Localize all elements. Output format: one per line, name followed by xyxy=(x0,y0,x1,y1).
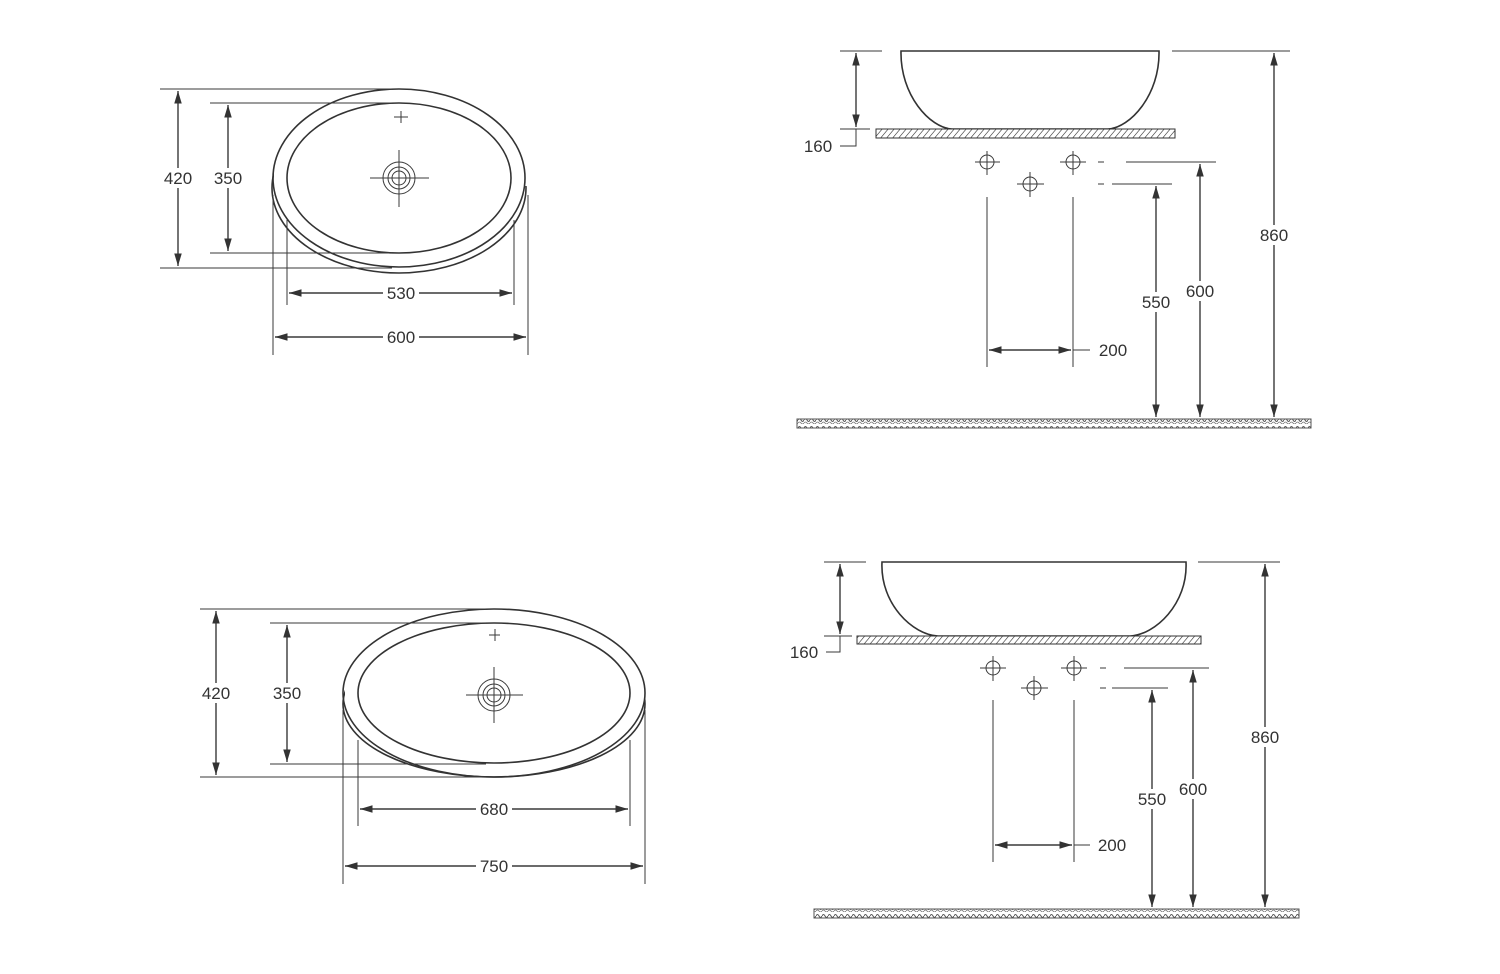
depth-inner-label: 350 xyxy=(214,169,242,188)
drain-icon xyxy=(466,667,523,723)
countertop-hatch xyxy=(875,128,1176,139)
width-outer-label: 600 xyxy=(387,328,415,347)
countertop-hatch xyxy=(856,635,1202,645)
rim-height-label: 860 xyxy=(1251,728,1279,747)
tap-hole-icon xyxy=(489,629,500,641)
tap-spacing-label: 200 xyxy=(1099,341,1127,360)
tap-spacing-label: 200 xyxy=(1098,836,1126,855)
top-view-basin-600: 420 350 530 600 xyxy=(160,88,530,355)
basin-inner-bowl xyxy=(286,102,512,254)
depth-outer-label: 420 xyxy=(202,684,230,703)
rim-height-label: 860 xyxy=(1260,226,1288,245)
tap-symbol-left-icon xyxy=(975,151,1000,175)
basin-outer-rim xyxy=(272,88,526,268)
bowl-height-label: 160 xyxy=(790,643,818,662)
basin-bowl-profile xyxy=(881,561,1187,637)
drain-height-label: 600 xyxy=(1186,282,1214,301)
width-outer-label: 750 xyxy=(480,857,508,876)
trap-height-label: 550 xyxy=(1142,293,1170,312)
drain-height-label: 600 xyxy=(1179,780,1207,799)
trap-height-label: 550 xyxy=(1138,790,1166,809)
width-inner-label: 530 xyxy=(387,284,415,303)
depth-outer-label: 420 xyxy=(164,169,192,188)
floor-line xyxy=(813,908,1300,919)
tap-hole-icon xyxy=(394,111,408,123)
top-view-basin-750: 420 350 680 750 xyxy=(199,608,646,884)
tap-symbol-left-icon xyxy=(980,656,1006,681)
floor-line xyxy=(796,418,1312,429)
tap-symbol-right-icon xyxy=(1060,151,1086,175)
drain-symbol-icon xyxy=(1021,676,1048,700)
bowl-height-label: 160 xyxy=(804,137,832,156)
drain-symbol-icon xyxy=(1017,172,1044,197)
depth-inner-label: 350 xyxy=(273,684,301,703)
basin-bowl-profile xyxy=(900,50,1160,130)
side-view-basin-750: 160 200 550 600 xyxy=(790,561,1300,919)
basin-inner-bowl xyxy=(357,622,631,764)
tap-symbol-right-icon xyxy=(1061,656,1087,681)
side-view-basin-600: 160 200 550 xyxy=(796,50,1312,429)
basin-outer-rim xyxy=(342,608,646,778)
drain-icon xyxy=(370,150,429,207)
width-inner-label: 680 xyxy=(480,800,508,819)
